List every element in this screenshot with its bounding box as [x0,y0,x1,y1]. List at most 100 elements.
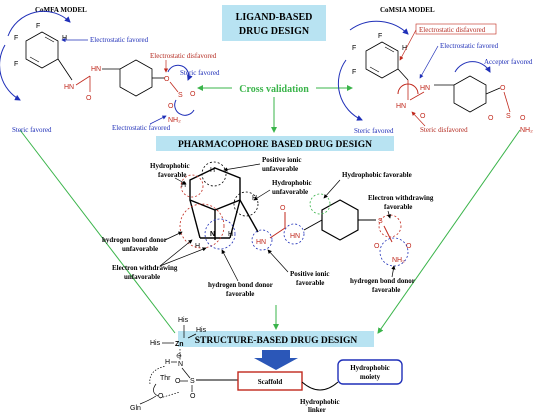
comfa-phenyl-ring [119,59,153,97]
hydrophobic-linker-l1: Hydrophobic [300,398,340,406]
struct-his2: His [196,327,207,334]
comsia-model: CoMSIA MODEL F F F H HN O HN O S O O NH₂… [337,6,533,135]
comsia-atom-f2: F [352,45,356,52]
pharm-feature-circle-5 [233,191,259,217]
pharm-atom-o2: O [374,243,380,250]
pharm-atom-h4: H [195,243,200,250]
comfa-arc-left [0,44,21,101]
comfa-atom-o4: O [168,103,174,110]
structure-scheme: His His His Zn H N ⊖ S O O Thr O Gln Sca… [130,317,403,414]
comsia-atom-o2: O [500,85,506,92]
comsia-atom-o1: O [420,113,426,120]
comsia-arc-right [454,61,491,73]
comsia-arc-top [349,20,409,35]
struct-o3: O [158,393,164,400]
struct-his1: His [178,317,189,324]
comfa-arc-steric [167,64,193,81]
pharm-hydrophobic-unfavorable-l2: unfavorable [272,188,308,196]
comsia-atom-s: S [506,113,511,120]
struct-his3: His [150,340,161,347]
struct-n: N [178,361,183,368]
ligand-title-line2: DRUG DESIGN [239,26,310,37]
comfa-electrostatic-favored-bottom: Electrostatic favored [112,124,171,132]
comfa-atom-f2: F [14,35,18,42]
scaffold-box [237,371,303,391]
comsia-atom-o3: O [488,115,494,122]
pharm-atom-h3: H [228,231,233,238]
pharm-positive-ionic-favorable-l1: Positive ionic [290,270,329,278]
pharm-atom-s: S [378,218,383,225]
comsia-atom-o4: O [520,115,526,122]
pharm-positive-ionic-unfavorable-l2: unfavorable [262,165,298,173]
hydrophobic-moiety-box [337,359,403,385]
comfa-steric-favored-right: Steric favored [180,69,220,77]
struct-negative-charge: ⊖ [176,353,182,360]
comfa-atom-nh1: HN [64,84,74,91]
struct-thr: Thr [160,375,171,382]
comfa-benzene-ring [25,31,59,69]
pharmacophore-molecule: N H H H H H HN O HN S O O NH₂ Hydrophobi… [102,156,434,298]
comfa-model: CoMFA MODEL F F F H HN O HN O S O O NH₂ … [0,6,220,134]
comfa-electrostatic-disfavored: Electrostatic disfavored [150,52,217,60]
pharm-hbond-donor-favorable-right-l1: hydrogen bond donor [350,277,415,285]
pharm-hbond-donor-favorable-right-l2: favorable [372,286,400,294]
comsia-steric-disfavored: Steric disfavored [420,126,468,134]
comsia-atom-f3: F [352,69,356,76]
comsia-to-structure-line [377,129,521,334]
pharm-feature-circle-8 [309,193,331,215]
comsia-atom-nh1: HN [396,103,406,110]
pharm-electron-withdrawing-favorable-l2: favorable [384,203,412,211]
pharm-feature-circle-10 [378,214,402,238]
comsia-atom-nh2-amine: NH₂ [520,127,533,134]
pharm-feature-circle-6 [251,229,273,251]
comsia-atom-f1: F [378,33,382,40]
pharm-hydrophobic-favorable-right: Hydrophobic favorable [342,171,412,179]
comsia-benzene-ring [365,41,399,79]
pharm-hbond-donor-favorable-center-l2: favorable [226,290,254,298]
cross-validation-label: Cross validation [239,84,309,95]
ligand-title-box: LIGAND-BASED DRUG DESIGN [222,5,326,41]
scaffold-label: Scaffold [258,378,283,386]
comsia-steric-favored: Steric favored [354,127,394,135]
pharm-feature-circle-3 [179,203,225,249]
comfa-title: CoMFA MODEL [35,6,87,14]
comfa-to-structure-line [19,129,176,334]
ligand-title-line1: LIGAND-BASED [236,12,313,23]
pharm-hbond-donor-unfavorable-l2: unfavorable [122,245,158,253]
comfa-arc-bottom [174,99,195,116]
comfa-steric-favored-left: Steric favored [12,126,52,134]
pharm-atom-h1: H [181,182,186,189]
structure-title: STRUCTURE-BASED DRUG DESIGN [195,336,358,346]
pharm-atom-n: N [210,231,215,238]
comfa-electrostatic-favored-top: Electrostatic favored [90,36,149,44]
hydrophobic-moiety-l1: Hydrophobic [350,364,390,372]
comsia-arc-left [337,59,363,121]
hydrophobic-moiety-l2: moiety [360,373,381,381]
pharmacophore-title: PHARMACOPHORE BASED DRUG DESIGN [178,140,372,150]
comsia-atom-nh2: HN [420,85,430,92]
struct-o1: O [175,378,181,385]
comfa-atom-f3: F [14,61,18,68]
pharm-phenyl-ring [321,199,359,241]
pharm-core-ring [189,167,241,211]
pharm-positive-ionic-favorable-l2: favorable [296,279,324,287]
comsia-phenyl-ring [453,75,487,113]
pharm-atom-h2: H [210,167,215,174]
pharm-atom-hn: HN [256,239,266,246]
comsia-accepter-favored: Accepter favored [484,58,533,66]
comsia-electrostatic-disfavored-box [415,23,497,35]
down-block-arrow [254,350,298,370]
comfa-atom-f1: F [36,23,40,30]
comsia-electrostatic-favored: Electrostatic favored [440,42,499,50]
structure-title-box: STRUCTURE-BASED DRUG DESIGN [178,331,374,347]
pharm-hydrophobic-favorable-left-l2: favorable [158,171,186,179]
pharm-electron-withdrawing-favorable-l1: Electron withdrawing [368,194,434,202]
comsia-title: CoMSIA MODEL [380,6,435,14]
struct-zn: Zn [175,341,184,348]
pharmacophore-title-box: PHARMACOPHORE BASED DRUG DESIGN [156,136,394,151]
comfa-atom-o3: O [190,91,196,98]
pharm-feature-circle-2 [201,161,227,187]
pharm-feature-circle-7 [283,223,305,245]
comfa-atom-h1: H [62,35,67,42]
